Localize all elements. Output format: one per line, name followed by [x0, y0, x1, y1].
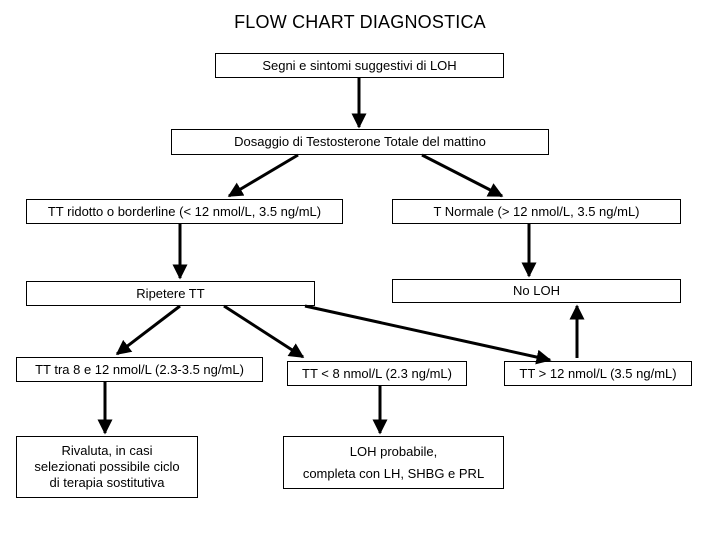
diagram-title: FLOW CHART DIAGNOSTICA: [234, 12, 486, 32]
arrow-repeat-to-8-12: [115, 304, 181, 356]
node-probable-loh-line2: completa con LH, SHBG e PRL: [302, 465, 485, 481]
arrow-tt-to-reduced: [227, 153, 299, 198]
node-tt-gt12: TT > 12 nmol/L (3.5 ng/mL): [504, 361, 692, 386]
arrow-tt-to-normal: [421, 153, 504, 198]
node-tt-lt8: TT < 8 nmol/L (2.3 ng/mL): [287, 361, 467, 386]
node-no-loh: No LOH: [392, 279, 681, 303]
node-reevaluate: Rivaluta, in casi selezionati possibile …: [16, 436, 198, 498]
node-probable-loh-line1: LOH probabile,: [349, 443, 438, 459]
node-repeat-tt: Ripetere TT: [26, 281, 315, 306]
node-reevaluate-line3: di terapia sostitutiva: [49, 475, 165, 490]
node-reevaluate-line2: selezionati possibile ciclo: [34, 459, 180, 474]
node-t-normal: T Normale (> 12 nmol/L, 3.5 ng/mL): [392, 199, 681, 224]
arrow-repeat-to-gt12: [304, 304, 552, 365]
node-tt-8-12: TT tra 8 e 12 nmol/L (2.3-3.5 ng/mL): [16, 357, 263, 382]
arrow-repeat-to-lt8: [223, 304, 305, 359]
node-tt-reduced: TT ridotto o borderline (< 12 nmol/L, 3.…: [26, 199, 343, 224]
node-probable-loh: LOH probabile, completa con LH, SHBG e P…: [283, 436, 504, 489]
node-symptoms: Segni e sintomi suggestivi di LOH: [215, 53, 504, 78]
node-total-testosterone: Dosaggio di Testosterone Totale del matt…: [171, 129, 549, 155]
node-reevaluate-line1: Rivaluta, in casi: [61, 443, 153, 458]
